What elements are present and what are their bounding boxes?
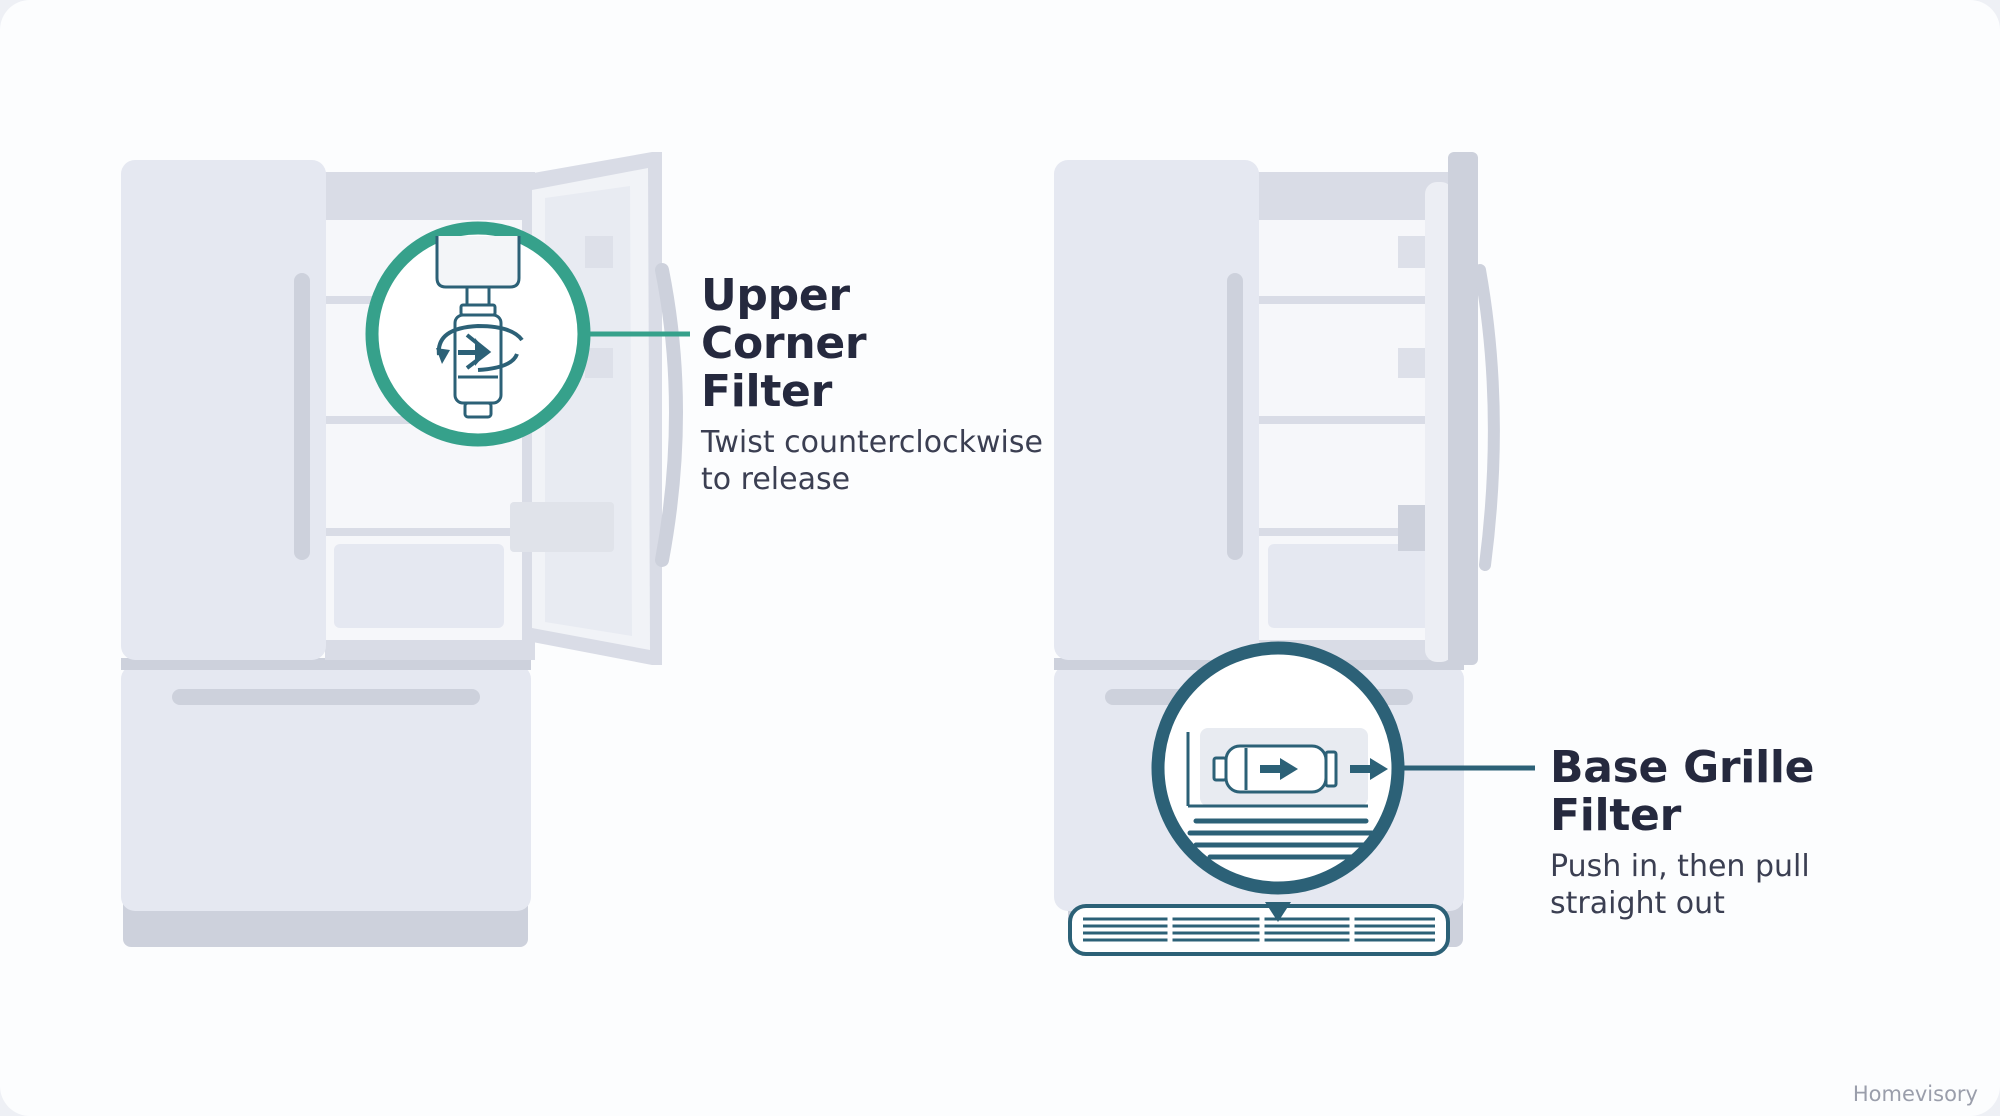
door-bin [585, 348, 613, 378]
door-bin [585, 236, 613, 268]
right-open-door [1448, 152, 1478, 665]
upper-filter-description: Twist counterclockwise to release [701, 425, 1043, 497]
left-freezer-handle [172, 689, 480, 705]
right-crisper-drawer [1268, 544, 1438, 628]
open-door-handle [655, 263, 683, 567]
door-bin [510, 502, 614, 552]
base-filter-description: Push in, then pull straight out [1550, 849, 1810, 921]
left-door-handle [294, 273, 310, 560]
right-fridge-door [1054, 160, 1259, 660]
right-shelf [1258, 528, 1463, 536]
right-open-door-handle [1474, 264, 1500, 571]
upper-filter-callout: Upper Corner Filter Twist counterclockwi… [701, 272, 1061, 498]
right-door-handle [1227, 273, 1243, 560]
left-fridge-door [121, 160, 326, 660]
upper-filter-zoom [365, 221, 690, 447]
right-shelf [1258, 296, 1463, 304]
base-filter-callout: Base Grille Filter Push in, then pull st… [1550, 744, 1950, 922]
zoom-grille-vents [1187, 818, 1375, 860]
right-shelf [1258, 416, 1463, 424]
base-grille [1068, 904, 1450, 956]
left-freezer-drawer [121, 665, 531, 911]
left-crisper-drawer [334, 544, 504, 628]
door-bin [1398, 505, 1426, 551]
base-filter-title: Base Grille Filter [1550, 742, 1815, 841]
upper-filter-title: Upper Corner Filter [701, 270, 867, 417]
push-arrow-icon [1260, 758, 1388, 780]
brand-watermark: Homevisory [1852, 1082, 1978, 1106]
door-bin [1398, 348, 1426, 378]
zoom-pointer [1265, 902, 1291, 922]
base-filter-zoom [1151, 641, 1535, 922]
grille-vents [1083, 917, 1435, 942]
door-bin [1398, 236, 1426, 268]
left-shelf [325, 528, 530, 536]
rotate-arrow-icon [436, 323, 524, 372]
